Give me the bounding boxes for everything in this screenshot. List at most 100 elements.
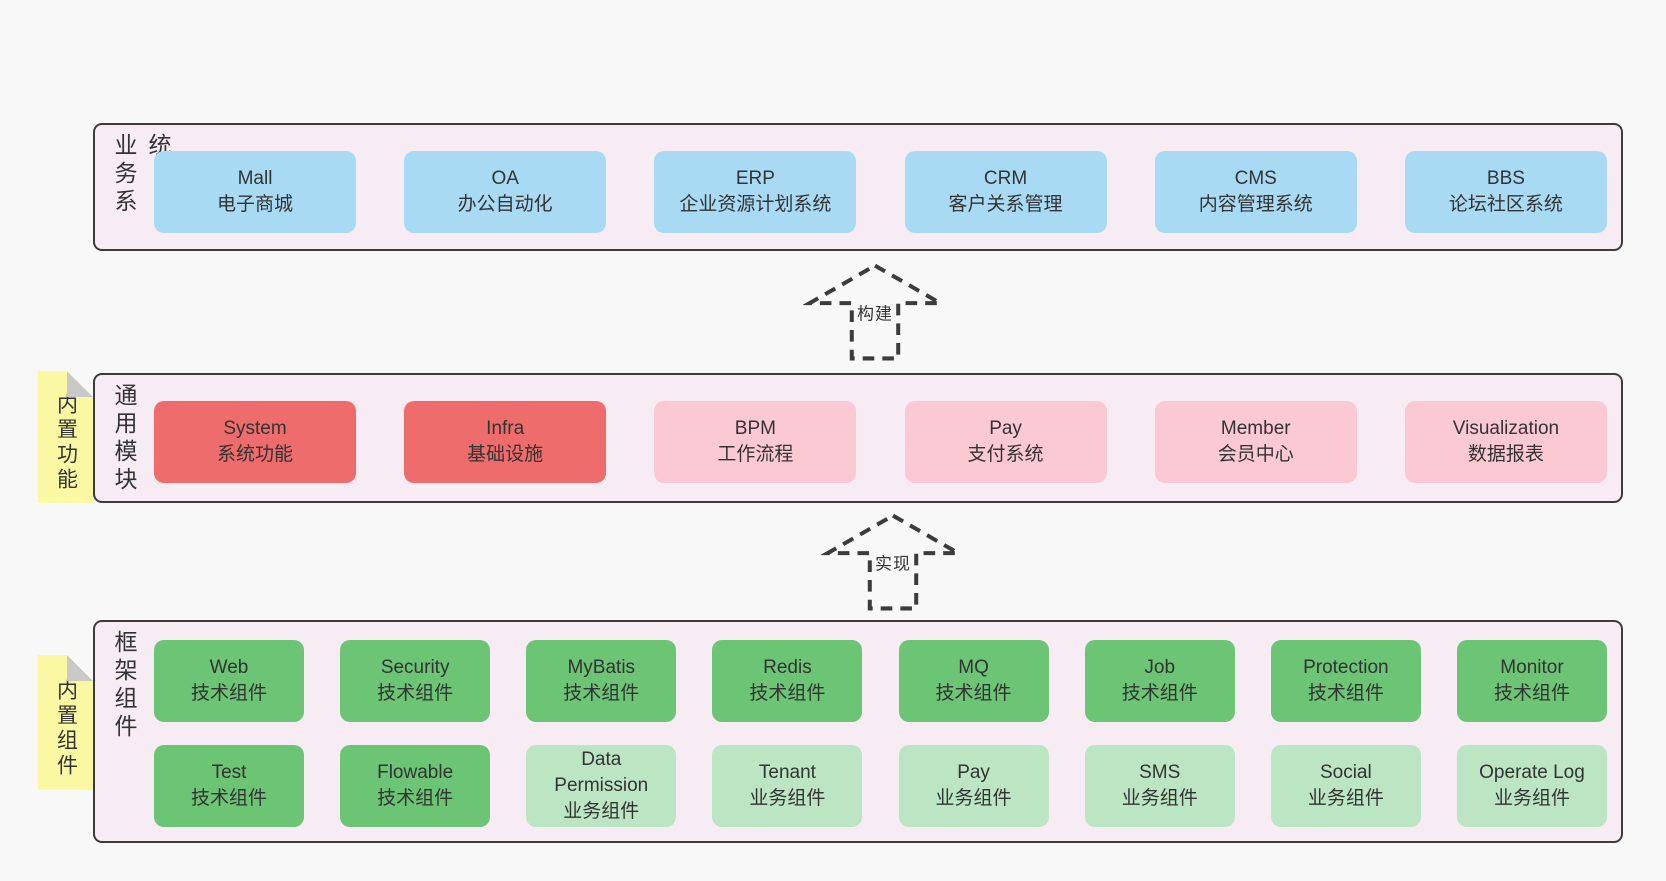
tier-business-systems: 业务系统 Mall 电子商城 OA 办公自动化 ERP 企业资源计划系统 CRM 客户关系管理…: [93, 123, 1623, 251]
box-title: MyBatis: [567, 657, 636, 678]
dashed-up-arrow-build: 构建: [803, 262, 947, 362]
box-protection: Protection 技术组件: [1270, 640, 1421, 722]
box-subtitle: 技术组件: [190, 683, 267, 704]
box-bbs: BBS 论坛社区系统: [1404, 151, 1607, 233]
box-pay: Pay 业务组件: [898, 745, 1049, 827]
box-title: Infra: [486, 418, 525, 439]
box-title: Data Permission: [554, 749, 649, 796]
box-subtitle: 业务组件: [1307, 788, 1384, 809]
sticky-note-builtin-components: 内置组件: [38, 655, 93, 790]
box-subtitle: 业务组件: [1121, 788, 1198, 809]
folded-corner-icon: [67, 655, 93, 681]
box-tenant: Tenant 业务组件: [712, 745, 863, 827]
box-social: Social 业务组件: [1270, 745, 1421, 827]
tier-label: 通用模块: [111, 383, 137, 495]
box-subtitle: 技术组件: [190, 788, 267, 809]
box-subtitle: 技术组件: [935, 683, 1012, 704]
box-title: Tenant: [758, 762, 816, 783]
box-subtitle: 客户关系管理: [948, 194, 1063, 215]
box-title: Social: [1319, 762, 1372, 783]
up-arrow-icon: [821, 513, 965, 611]
box-title: Mall: [237, 168, 273, 189]
box-title: Operate Log: [1479, 762, 1585, 783]
dashed-up-arrow-implement: 实现: [821, 512, 965, 612]
sticky-note-builtin-features: 内置功能: [38, 371, 93, 503]
box-title: CRM: [983, 168, 1028, 189]
box-title: Pay: [957, 762, 990, 783]
tier-label: 业务系统: [111, 133, 171, 217]
box-job: Job 技术组件: [1084, 640, 1235, 722]
box-security: Security 技术组件: [340, 640, 491, 722]
box-title: Visualization: [1452, 418, 1560, 439]
box-operate-log: Operate Log 业务组件: [1456, 745, 1607, 827]
box-subtitle: 会员中心: [1217, 444, 1294, 465]
box-title: Flowable: [377, 762, 454, 783]
box-subtitle: 数据报表: [1467, 444, 1544, 465]
box-subtitle: 技术组件: [1121, 683, 1198, 704]
box-title: Security: [380, 657, 450, 678]
box-crm: CRM 客户关系管理: [904, 151, 1107, 233]
box-subtitle: 电子商城: [216, 194, 293, 215]
box-pay: Pay 支付系统: [904, 401, 1107, 483]
box-title: System: [223, 418, 287, 439]
tier-label: 框架组件: [111, 630, 137, 742]
box-title: Web: [209, 657, 249, 678]
box-subtitle: 业务组件: [1493, 788, 1570, 809]
box-infra: Infra 基础设施: [404, 401, 607, 483]
folded-corner-icon: [67, 371, 93, 397]
box-subtitle: 业务组件: [935, 788, 1012, 809]
box-subtitle: 技术组件: [377, 683, 454, 704]
box-subtitle: 技术组件: [749, 683, 826, 704]
box-title: MQ: [958, 657, 989, 678]
box-erp: ERP 企业资源计划系统: [654, 151, 857, 233]
box-title: Test: [211, 762, 247, 783]
box-web: Web 技术组件: [154, 640, 304, 722]
box-title: ERP: [735, 168, 775, 189]
arrow-label: 实现: [872, 548, 914, 576]
box-subtitle: 内容管理系统: [1198, 194, 1313, 215]
box-subtitle: 基础设施: [467, 444, 544, 465]
box-title: Monitor: [1500, 657, 1564, 678]
box-subtitle: 系统功能: [216, 444, 293, 465]
sticky-note-label: 内置功能: [54, 393, 78, 493]
box-title: OA: [491, 168, 519, 189]
box-title: Member: [1220, 418, 1291, 439]
box-subtitle: 企业资源计划系统: [679, 194, 832, 215]
box-subtitle: 支付系统: [967, 444, 1044, 465]
arrow-label: 构建: [854, 298, 896, 326]
box-redis: Redis 技术组件: [712, 640, 863, 722]
box-oa: OA 办公自动化: [404, 151, 607, 233]
box-title: Protection: [1303, 657, 1389, 678]
box-mall: Mall 电子商城: [154, 151, 356, 233]
box-title: Pay: [989, 418, 1022, 439]
box-mq: MQ 技术组件: [898, 640, 1049, 722]
box-subtitle: 办公自动化: [457, 194, 553, 215]
box-subtitle: 技术组件: [1307, 683, 1384, 704]
box-subtitle: 技术组件: [377, 788, 454, 809]
box-subtitle: 论坛社区系统: [1448, 194, 1563, 215]
box-title: BBS: [1486, 168, 1525, 189]
box-title: BPM: [734, 418, 776, 439]
box-subtitle: 业务组件: [749, 788, 826, 809]
box-title: Redis: [763, 657, 812, 678]
box-title: Job: [1144, 657, 1176, 678]
up-arrow-icon: [803, 263, 947, 361]
sticky-note-label: 内置组件: [54, 678, 78, 779]
box-flowable: Flowable 技术组件: [340, 745, 491, 827]
